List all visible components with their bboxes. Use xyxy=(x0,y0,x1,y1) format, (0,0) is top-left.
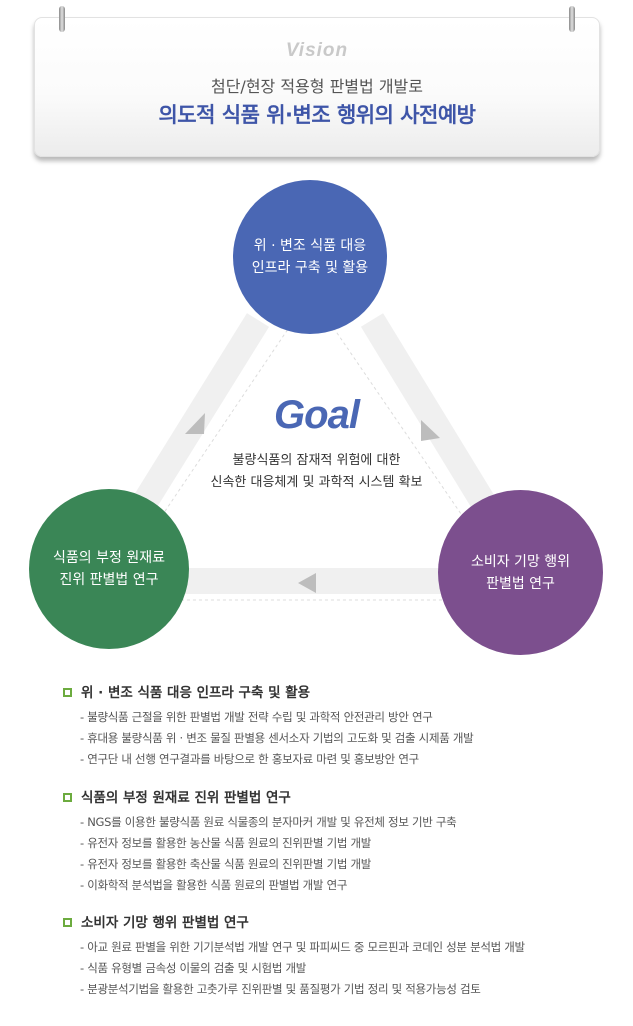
vision-title: 의도적 식품 위·변조 행위의 사전예방 xyxy=(158,103,476,127)
section-title-text: 위 · 변조 식품 대응 인프라 구축 및 활용 xyxy=(81,685,311,701)
section-title: 소비자 기망 행위 판별법 연구 xyxy=(63,912,623,934)
pin-icon xyxy=(569,6,575,32)
section-title: 위 · 변조 식품 대응 인프라 구축 및 활용 xyxy=(63,682,623,704)
triangle-frame xyxy=(104,294,521,601)
circle-label: 소비자 기망 행위 판별법 연구 xyxy=(470,553,571,592)
list-item: - 아교 원료 판별을 위한 기기분석법 개발 연구 및 파피씨드 중 모르핀과… xyxy=(80,940,525,954)
goal-description: 불량식품의 잠재적 위험에 대한 신속한 대응체계 및 과학적 시스템 확보 xyxy=(210,453,423,490)
circle-label: 식품의 부정 원재료 진위 판별법 연구 xyxy=(53,550,165,588)
arrow-down-right-icon xyxy=(421,420,440,441)
arrow-left-icon xyxy=(298,573,316,593)
dashed-triangle xyxy=(104,294,521,601)
square-bullet-icon xyxy=(63,918,72,927)
pin-icon xyxy=(59,6,65,32)
section-title-text: 식품의 부정 원재료 진위 판별법 연구 xyxy=(81,790,291,806)
list-item: - 불량식품 근절을 위한 판별법 개발 전략 수립 및 과학적 안전관리 방안… xyxy=(80,710,433,724)
list-item: - NGS를 이용한 불량식품 원료 식물종의 분자마커 개발 및 유전체 정보… xyxy=(80,815,457,829)
list-item: - 휴대용 불량식품 위 · 변조 물질 판별용 센서소자 기법의 고도화 및 … xyxy=(80,731,474,745)
section-title: 식품의 부정 원재료 진위 판별법 연구 xyxy=(63,787,623,809)
circle-label: 위 · 변조 식품 대응 인프라 구축 및 활용 xyxy=(251,238,369,276)
section-infrastructure: 위 · 변조 식품 대응 인프라 구축 및 활용 - 불량식품 근절을 위한 판… xyxy=(63,682,623,770)
list-item: - 식품 유형별 금속성 이물의 검출 및 시험법 개발 xyxy=(80,961,307,975)
circle-raw-material: 식품의 부정 원재료 진위 판별법 연구 xyxy=(29,489,189,649)
square-bullet-icon xyxy=(63,688,72,697)
section-items: - 아교 원료 판별을 위한 기기분석법 개발 연구 및 파피씨드 중 모르핀과… xyxy=(63,937,623,1000)
section-consumer-fraud: 소비자 기망 행위 판별법 연구 - 아교 원료 판별을 위한 기기분석법 개발… xyxy=(63,912,623,1000)
arrow-up-left-icon xyxy=(185,413,205,434)
circle-infrastructure: 위 · 변조 식품 대응 인프라 구축 및 활용 xyxy=(233,180,387,334)
section-raw-material: 식품의 부정 원재료 진위 판별법 연구 - NGS를 이용한 불량식품 원료 … xyxy=(63,787,623,896)
list-item: - 유전자 정보를 활용한 농산물 식품 원료의 진위판별 기법 개발 xyxy=(80,836,372,850)
vision-subtitle: 첨단/현장 적용형 판별법 개발로 xyxy=(210,77,423,96)
vision-label: Vision xyxy=(285,40,349,61)
list-item: - 이화학적 분석법을 활용한 식품 원료의 판별법 개발 연구 xyxy=(80,878,348,892)
square-bullet-icon xyxy=(63,793,72,802)
list-item: - 연구단 내 선행 연구결과를 바탕으로 한 홍보자료 마련 및 홍보방안 연… xyxy=(80,752,419,766)
section-items: - 불량식품 근절을 위한 판별법 개발 전략 수립 및 과학적 안전관리 방안… xyxy=(63,707,623,770)
band-left xyxy=(128,313,270,517)
section-items: - NGS를 이용한 불량식품 원료 식물종의 분자마커 개발 및 유전체 정보… xyxy=(63,812,623,896)
list-item: - 분광분석기법을 활용한 고춧가루 진위판별 및 품질평가 기법 정리 및 적… xyxy=(80,982,481,996)
circle-consumer-fraud: 소비자 기망 행위 판별법 연구 xyxy=(438,490,603,655)
goal-title: Goal xyxy=(274,393,360,437)
goal-diagram: 위 · 변조 식품 대응 인프라 구축 및 활용 식품의 부정 원재료 진위 판… xyxy=(0,170,633,670)
section-title-text: 소비자 기망 행위 판별법 연구 xyxy=(81,915,249,931)
band-right xyxy=(360,313,500,517)
vision-banner: Vision 첨단/현장 적용형 판별법 개발로 의도적 식품 위·변조 행위의… xyxy=(34,6,600,157)
list-item: - 유전자 정보를 활용한 축산물 식품 원료의 진위판별 기법 개발 xyxy=(80,857,372,871)
